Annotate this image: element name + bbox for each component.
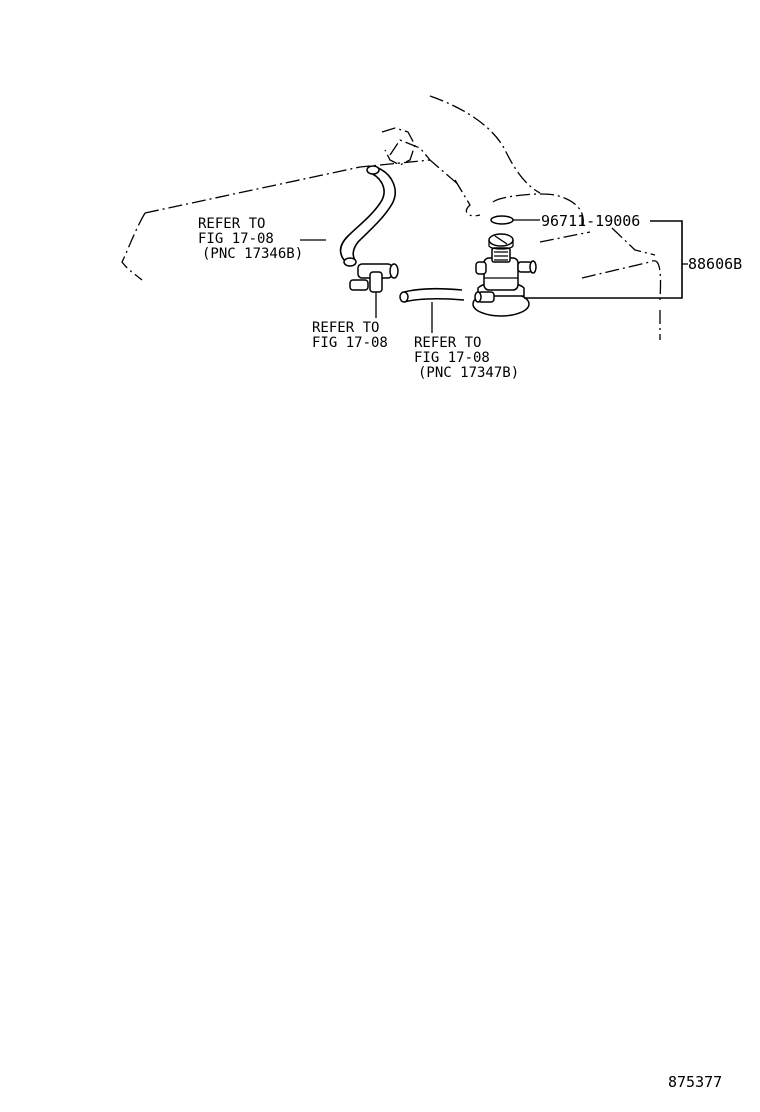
refer-label-2-line2: FIG 17-08	[312, 335, 388, 351]
refer-label-1-line2: FIG 17-08	[198, 231, 274, 247]
tee-fitting	[349, 263, 399, 318]
leader-lines	[300, 219, 688, 299]
hose-left	[339, 165, 396, 267]
hose-right	[399, 287, 465, 333]
refer-label-1-line1: REFER TO	[198, 216, 266, 232]
refer-label-3-line2: FIG 17-08	[414, 350, 490, 366]
part-number-oring: 96711-19006	[541, 212, 641, 230]
refer-label-3-line1: REFER TO	[414, 335, 482, 351]
figure-number: 875377	[668, 1073, 723, 1091]
valve-assembly	[472, 233, 537, 317]
refer-label-3-line3: (PNC 17347B)	[418, 365, 520, 381]
refer-label-2-line1: REFER TO	[312, 320, 380, 336]
body-outline	[121, 95, 662, 340]
o-ring	[490, 215, 514, 225]
refer-label-1-line3: (PNC 17346B)	[202, 246, 304, 262]
part-number-assembly: 88606B	[688, 255, 743, 273]
